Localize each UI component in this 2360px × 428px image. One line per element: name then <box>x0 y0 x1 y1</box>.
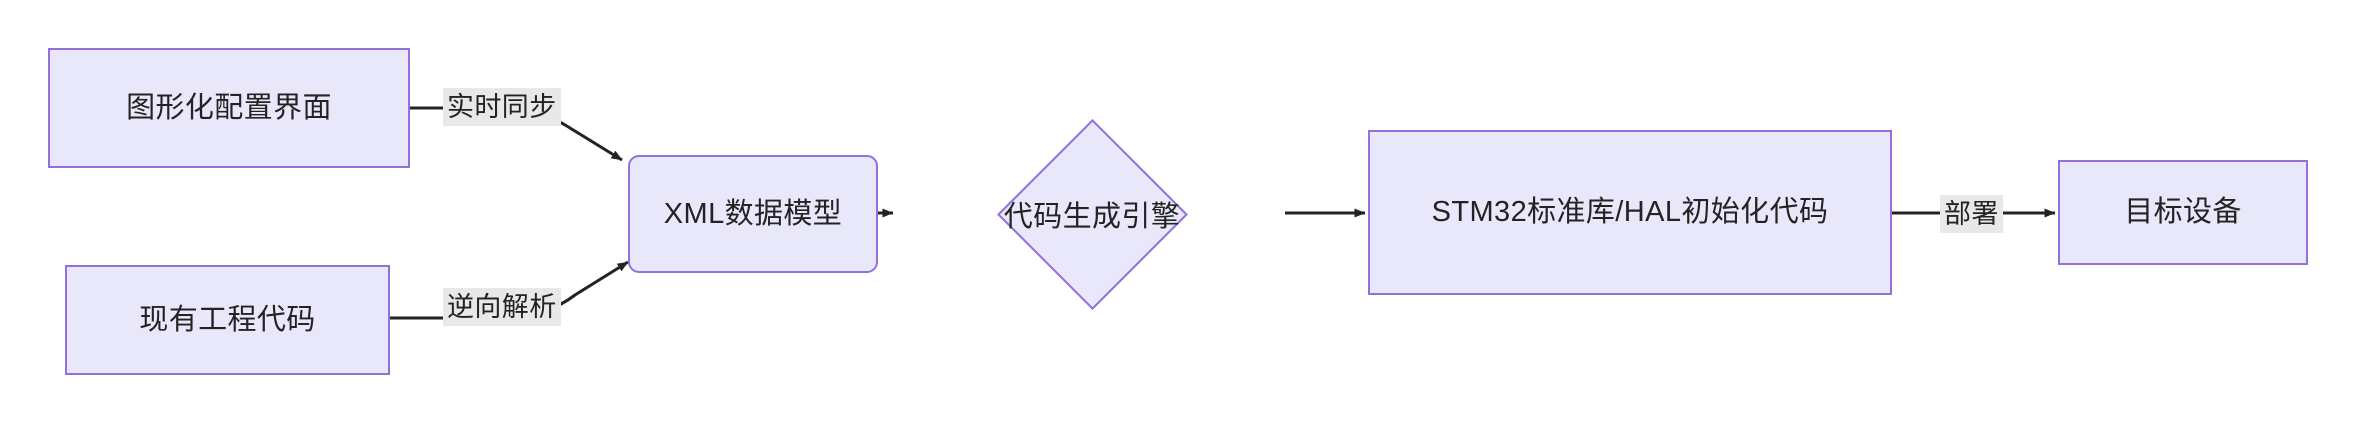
node-xml[interactable]: XML数据模型 <box>628 155 878 273</box>
node-output[interactable]: STM32标准库/HAL初始化代码 <box>1368 130 1892 295</box>
node-device[interactable]: 目标设备 <box>2058 160 2308 265</box>
edge-label-deploy: 部署 <box>1940 195 2003 234</box>
node-xml-label: XML数据模型 <box>663 197 843 230</box>
edge-label-realtime-sync: 实时同步 <box>443 88 561 127</box>
node-engine-label: 代码生成引擎 <box>1003 201 1181 233</box>
node-output-label: STM32标准库/HAL初始化代码 <box>1431 196 1829 229</box>
node-gui-label: 图形化配置界面 <box>126 91 332 124</box>
node-gui[interactable]: 图形化配置界面 <box>48 48 410 168</box>
edge-label-reverse-parse: 逆向解析 <box>443 288 561 327</box>
node-legacy-label: 现有工程代码 <box>139 303 316 336</box>
node-device-label: 目标设备 <box>2124 196 2242 229</box>
node-engine[interactable]: 代码生成引擎 <box>898 118 1286 310</box>
node-legacy[interactable]: 现有工程代码 <box>65 265 390 375</box>
